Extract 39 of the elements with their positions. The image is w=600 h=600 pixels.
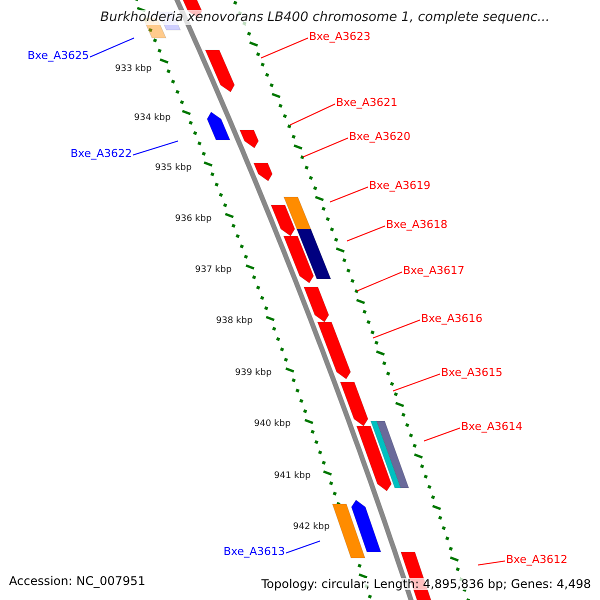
leader-line (392, 374, 440, 392)
gene-label: Bxe_A3615 (441, 367, 503, 378)
tick-label: 942 kbp (293, 523, 330, 532)
leader-line (132, 140, 178, 156)
leader-line (260, 38, 308, 58)
gene-label: Bxe_A3622 (70, 148, 132, 159)
accession-text: Accession: NC_007951 (9, 575, 146, 587)
tick-label: 940 kbp (254, 420, 291, 429)
leader-line (286, 540, 320, 554)
summary-text: Topology: circular; Length: 4,895,836 bp; Genes: 4,498 (261, 578, 591, 590)
gene-label: Bxe_A3621 (336, 97, 398, 108)
leader-line (90, 38, 134, 58)
tick-label: 934 kbp (134, 114, 171, 123)
leader-line (346, 226, 386, 242)
tick-label: 941 kbp (274, 472, 311, 481)
title: Burkholderia xenovorans LB400 chromosome 1, complete sequenc... (100, 10, 550, 25)
leader-line (356, 272, 402, 292)
tick-label: 937 kbp (195, 266, 232, 275)
leader-line (478, 560, 506, 566)
gene-label: Bxe_A3625 (27, 50, 89, 61)
leader-line (424, 428, 460, 442)
leader-line (372, 320, 420, 338)
leader-line (302, 138, 348, 158)
leader-line (290, 104, 336, 126)
gene-label: Bxe_A3616 (421, 313, 483, 324)
tick-label: 938 kbp (216, 317, 253, 326)
tick-label: 935 kbp (155, 164, 192, 173)
tick-label: 939 kbp (235, 369, 272, 378)
gene-label: Bxe_A3623 (309, 31, 371, 42)
gene-label: Bxe_A3612 (506, 554, 568, 565)
tick-label: 936 kbp (175, 215, 212, 224)
tick-label: 933 kbp (115, 65, 152, 74)
gene-label: Bxe_A3618 (386, 219, 448, 230)
gene-label: Bxe_A3614 (461, 421, 523, 432)
gene-label: Bxe_A3619 (369, 180, 431, 191)
gene-label: Bxe_A3620 (349, 131, 411, 142)
leader-line (330, 186, 368, 202)
gene-label: Bxe_A3617 (403, 265, 465, 276)
gene-label: Bxe_A3613 (223, 546, 285, 557)
